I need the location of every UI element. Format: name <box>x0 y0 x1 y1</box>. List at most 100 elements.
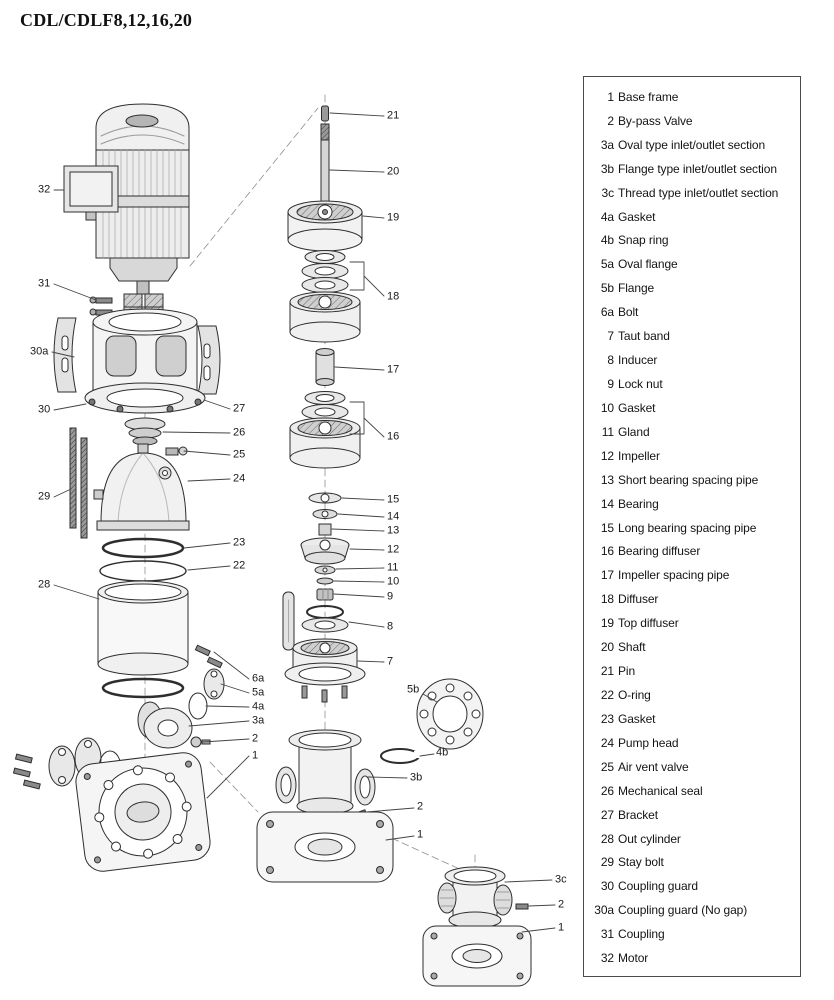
part-number: 16 <box>600 544 614 559</box>
part-label: Snap ring <box>618 233 669 248</box>
parts-list-row: 1 Base frame <box>588 85 796 109</box>
part-number: 14 <box>600 496 614 511</box>
part-number: 6a <box>600 305 614 320</box>
part-number: 22 <box>600 688 614 702</box>
inducer <box>301 605 349 633</box>
part-number: 1 <box>607 89 614 104</box>
pump-head <box>93 443 190 531</box>
part-label: Oval flange <box>618 257 678 272</box>
shaft <box>320 123 330 207</box>
part-number: 9 <box>607 377 614 392</box>
part-number: 29 <box>600 855 614 870</box>
part-number: 21 <box>600 664 614 679</box>
parts-list-row: 9 Lock nut <box>588 372 796 396</box>
part-number: 25 <box>600 759 614 774</box>
part-number: 3a <box>600 137 614 152</box>
part-number: 19 <box>600 616 614 631</box>
impeller-spacing-pipe <box>315 348 335 386</box>
part-label: Bolt <box>618 305 639 320</box>
part-number: 8 <box>607 353 614 368</box>
parts-list-row: 14 Bearing <box>588 492 796 516</box>
parts-list-row: 5a Oval flange <box>588 252 796 276</box>
part-number: 7 <box>607 329 614 344</box>
part-number: 17 <box>600 568 614 583</box>
flange-5b <box>416 678 484 750</box>
part-label: Motor <box>618 951 649 966</box>
top-diffuser <box>287 200 363 252</box>
parts-list-row: 6a Bolt <box>588 300 796 324</box>
parts-list-row: 7 Taut band <box>588 324 796 348</box>
part-number: 30 <box>600 879 614 894</box>
part-label: Lock nut <box>618 377 663 392</box>
part-label: Thread type inlet/outlet section <box>618 185 779 200</box>
parts-list-row: 19 Top diffuser <box>588 611 796 635</box>
base-frame-middle <box>256 811 394 883</box>
parts-list-row: 8 Inducer <box>588 348 796 372</box>
part-label: Taut band <box>618 329 670 344</box>
part-label: Short bearing spacing pipe <box>618 472 759 487</box>
part-label: Gasket <box>618 400 656 415</box>
part-label: O-ring <box>618 688 651 702</box>
flange-inlet-section-3b <box>275 729 376 820</box>
part-label: Bracket <box>618 807 658 822</box>
part-label: Shaft <box>618 640 646 655</box>
part-number: 26 <box>600 783 614 798</box>
part-number: 18 <box>600 592 614 607</box>
part-label: Air vent valve <box>618 759 689 774</box>
page-title: CDL/CDLF8,12,16,20 <box>20 10 193 30</box>
parts-list-row: 25 Air vent valve <box>588 755 796 779</box>
part-number: 20 <box>600 640 614 655</box>
snap-ring-4b <box>380 748 422 764</box>
part-number: 2 <box>607 113 614 128</box>
thread-inlet-section-3c <box>437 866 529 929</box>
parts-list-row: 13 Short bearing spacing pipe <box>588 468 796 492</box>
part-label: Out cylinder <box>618 831 681 846</box>
parts-list-row: 3b Flange type inlet/outlet section <box>588 157 796 181</box>
part-number: 32 <box>600 951 614 966</box>
taut-band-diffuser <box>282 591 366 703</box>
diffuser-stack-upper <box>289 250 361 343</box>
part-number: 3c <box>601 185 615 200</box>
part-number: 13 <box>600 472 614 487</box>
air-vent-valve <box>165 446 188 456</box>
part-number: 3b <box>600 161 614 176</box>
callout-leader-lines <box>51 112 556 933</box>
motor <box>63 103 190 295</box>
parts-list-row: 10 Gasket <box>588 396 796 420</box>
part-label: Inducer <box>618 353 658 368</box>
part-label: Bearing <box>618 496 659 511</box>
part-label: Impeller <box>618 448 660 463</box>
parts-list-row: 29 Stay bolt <box>588 851 796 875</box>
part-label: Flange type inlet/outlet section <box>618 161 777 176</box>
part-label: Top diffuser <box>618 616 679 631</box>
part-number: 5a <box>600 257 614 272</box>
part-label: Stay bolt <box>618 855 664 870</box>
parts-list-row: 22 O-ring <box>588 683 796 707</box>
part-label: Base frame <box>618 89 679 104</box>
bearing-diffuser-stack <box>289 391 361 469</box>
part-number: 4a <box>600 209 614 224</box>
oval-inlet-section <box>137 644 225 749</box>
part-label: By-pass Valve <box>618 113 693 128</box>
part-number: 10 <box>600 400 614 415</box>
part-number: 15 <box>600 520 614 535</box>
pin <box>321 105 329 122</box>
